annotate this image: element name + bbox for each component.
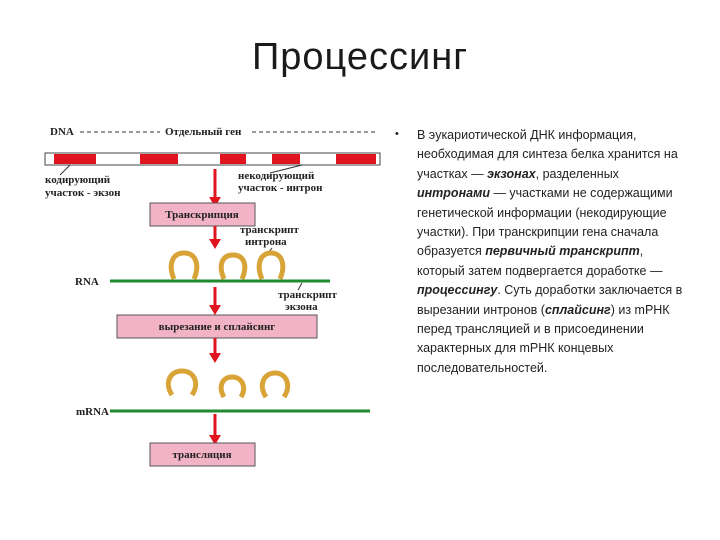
intron-pointer: [269, 164, 303, 174]
transcription-box: [149, 202, 256, 227]
excised-intron-3: [259, 370, 291, 399]
term-exons: экзонах: [487, 166, 536, 181]
mrna-label: mRNA: [76, 406, 109, 418]
text-part-1: В эукариотической ДНК информация, необхо…: [417, 128, 678, 181]
term-primary-transcript: первичный транскрипт: [485, 244, 640, 259]
intron-transcript-label-2: интрона: [245, 236, 287, 248]
dna-exon-5: [336, 154, 376, 164]
dna-exon-4: [272, 154, 300, 164]
transcription-label: Транскрипция: [165, 209, 239, 221]
rna-label: RNA: [75, 276, 99, 288]
rna-intron-loop-2: [218, 252, 248, 280]
excised-intron-1: [165, 368, 199, 397]
exon-pointer: [59, 164, 71, 176]
term-introns: интронами: [417, 186, 490, 201]
text-part-6: ) из mРНК перед трансляцией и в присоеди…: [417, 302, 670, 375]
translation-box: [149, 442, 256, 467]
arrow-3-head: [209, 305, 221, 315]
bullet-marker: •: [395, 128, 399, 140]
splicing-box: [116, 314, 318, 339]
arrow-1-head: [209, 197, 221, 207]
splicing-label: вырезание и сплайсинг: [159, 321, 276, 333]
dna-exon-3: [220, 154, 246, 164]
term-splicing: сплайсинг: [544, 302, 611, 317]
translation-label: трансляция: [172, 449, 231, 461]
text-part-2: , разделенных: [535, 166, 619, 181]
intron-label-2: участок - интрон: [238, 182, 323, 194]
arrow-2-head: [209, 239, 221, 249]
exon-label-1: кодирующий: [45, 174, 111, 186]
intron-label-1: некодирующий: [238, 170, 315, 182]
description-text: В эукариотической ДНК информация, необхо…: [417, 126, 687, 378]
slide-title: Процессинг: [251, 36, 469, 78]
text-part-3: — участками не содержащими генетической …: [417, 186, 673, 259]
dna-exon-1: [54, 154, 96, 164]
exon-transcript-label-2: экзона: [285, 301, 318, 313]
intron-transcript-label-1: транскрипт: [240, 224, 300, 236]
processing-diagram: DNA Отдельный ген кодирующий участок - э…: [44, 126, 381, 467]
rna-intron-loop-3: [256, 250, 286, 280]
exon-label-2: участок - экзон: [45, 187, 121, 199]
text-part-5: . Суть доработки заключается в вырезании…: [417, 283, 683, 317]
arrow-4-head: [209, 353, 221, 363]
rna-intron-loop-1: [168, 250, 200, 280]
gene-label: Отдельный ген: [165, 126, 242, 138]
arrow-5-head: [209, 435, 221, 445]
dna-exon-2: [140, 154, 178, 164]
exon-transcript-label-1: транскрипт: [278, 289, 338, 301]
excised-intron-2: [218, 374, 247, 399]
term-processing: процессингу: [417, 283, 498, 298]
dna-label: DNA: [50, 126, 74, 138]
text-part-4: , который затем подвергается доработке —: [417, 244, 663, 278]
exon-transcript-pointer: [297, 282, 303, 291]
